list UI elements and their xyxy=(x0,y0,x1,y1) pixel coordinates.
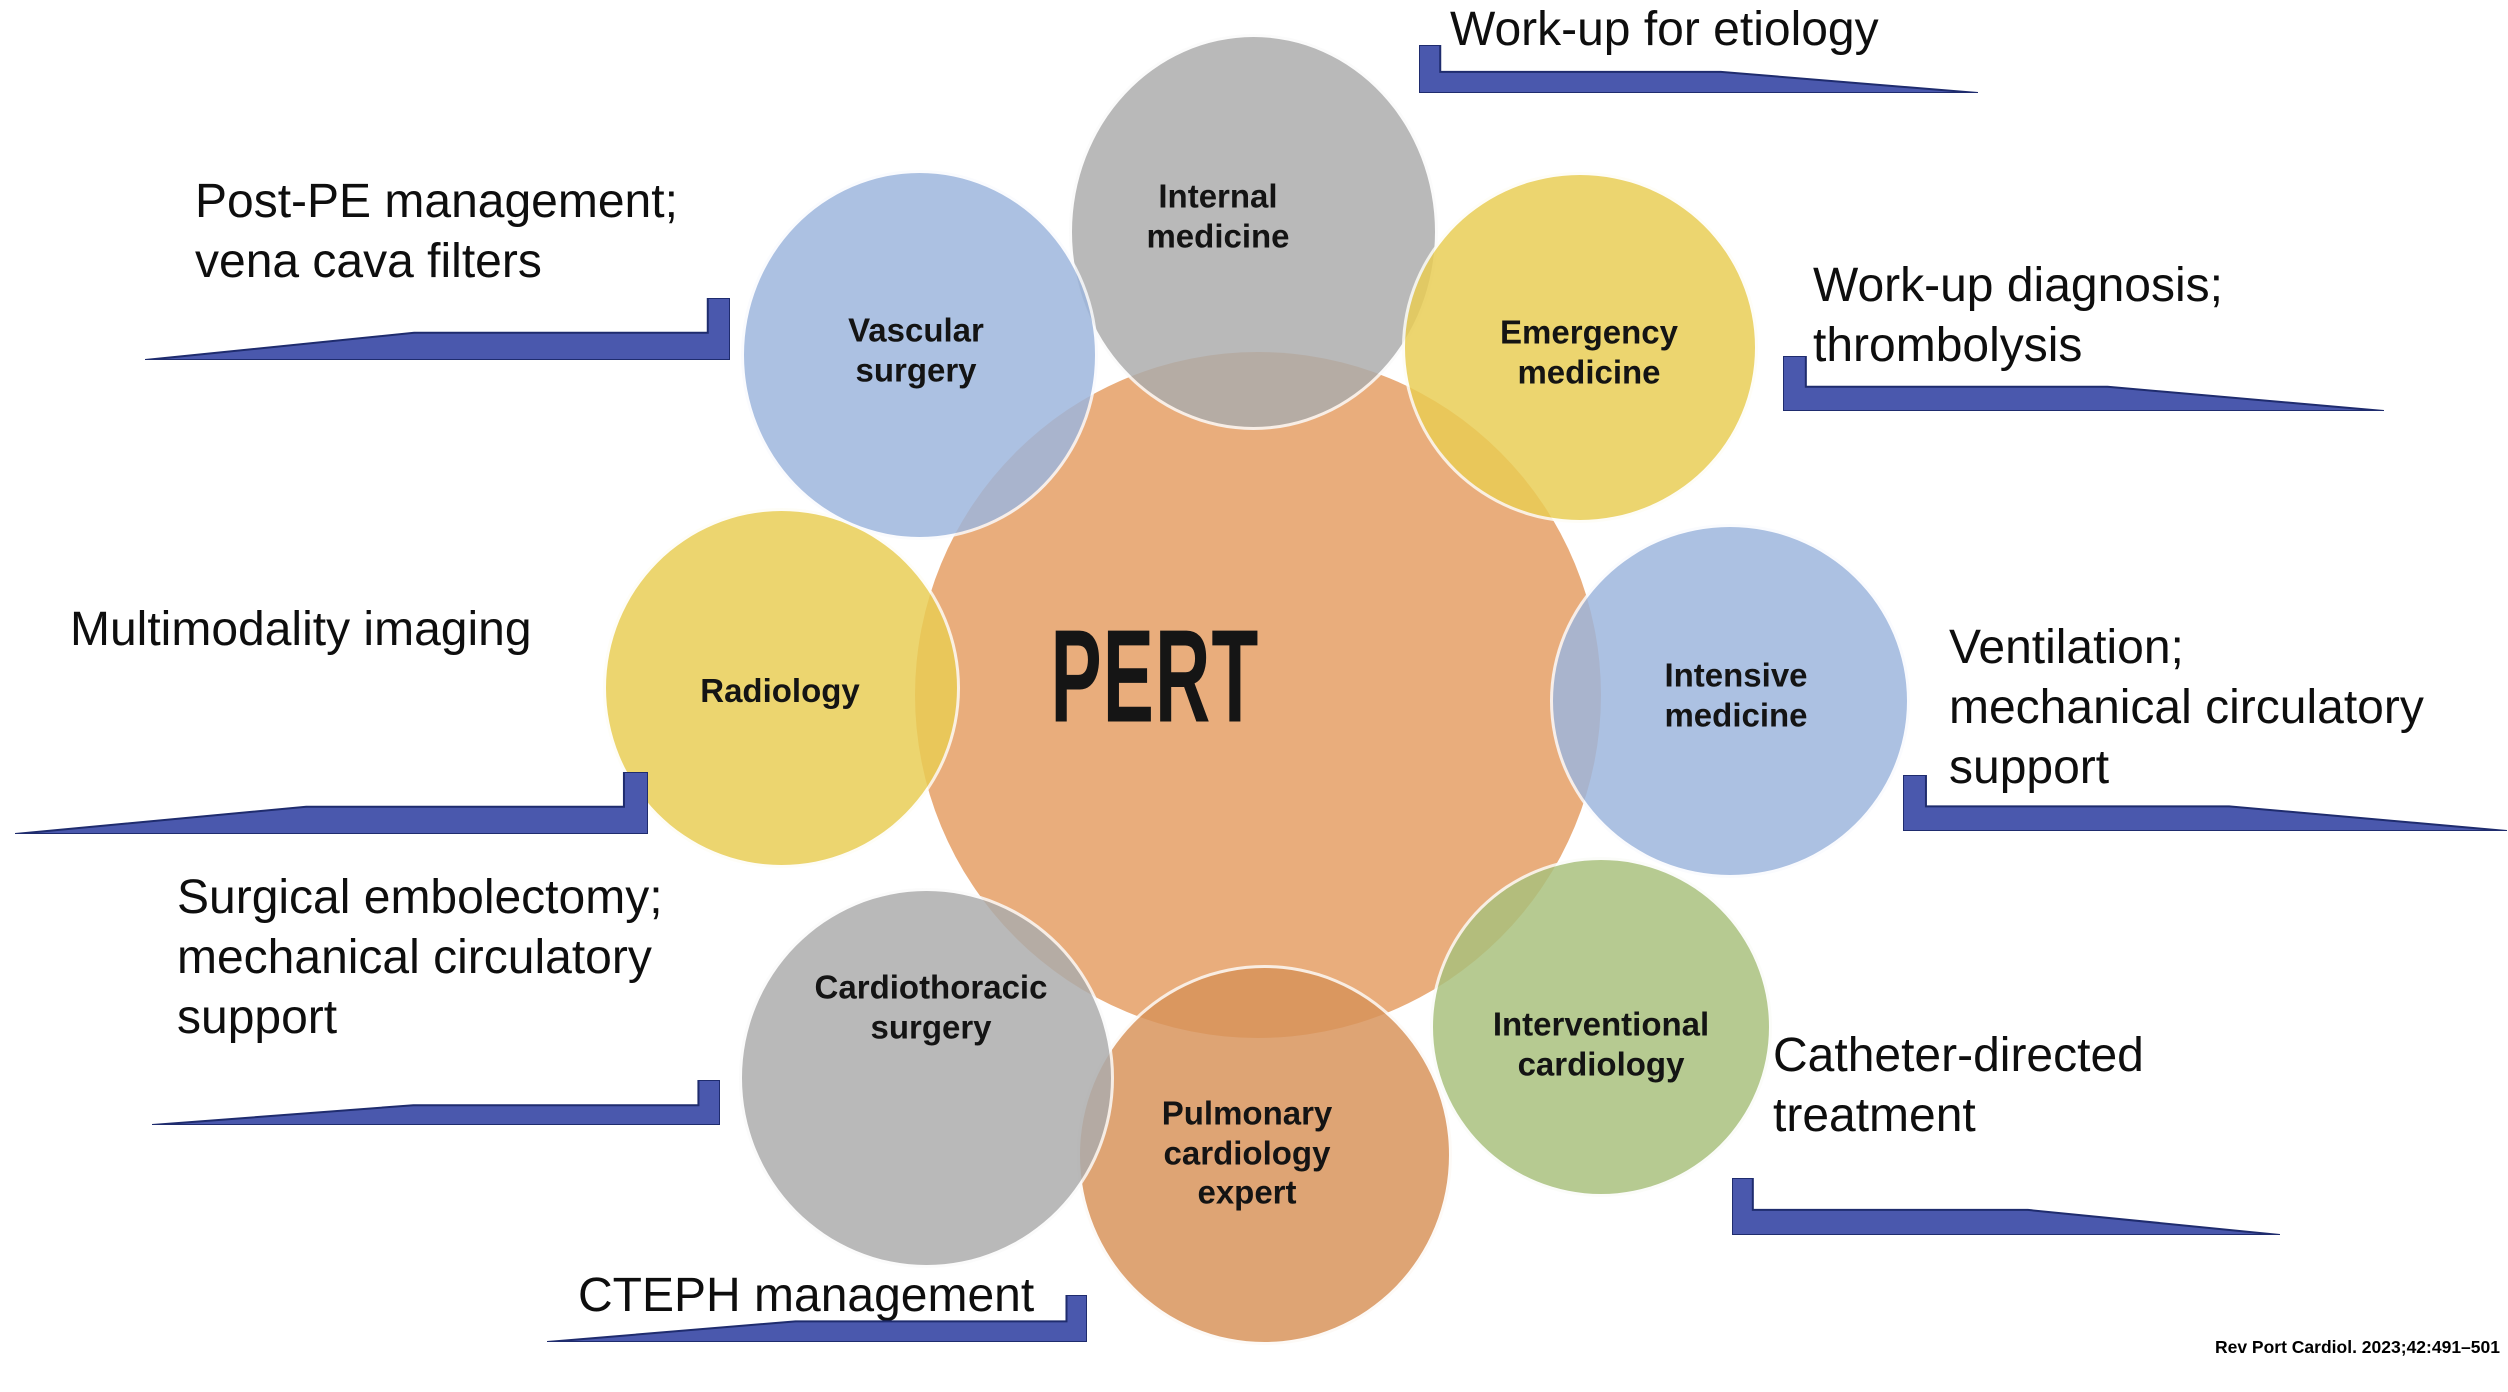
circle-vascular-surgery xyxy=(741,170,1098,540)
annotation-post-pe-management: Post-PE management; vena cava filters xyxy=(195,175,678,288)
circle-cardiothoracic-surgery xyxy=(739,888,1114,1268)
circle-emergency-medicine xyxy=(1402,172,1758,523)
label-interventional-cardiology: Interventional cardiology xyxy=(1492,1005,1710,1082)
arrow-work-up-diagnosis xyxy=(1783,356,2384,411)
arrow-work-up-etiology xyxy=(1419,45,1978,93)
arrow-catheter-directed xyxy=(1732,1178,2280,1235)
label-emergency-medicine: Emergency medicine xyxy=(1500,313,1678,390)
label-cardiothoracic-surgery: Cardiothoracic surgery xyxy=(814,968,1048,1045)
annotation-multimodality-imaging: Multimodality imaging xyxy=(70,603,532,656)
circle-radiology xyxy=(603,508,960,868)
arrow-surgical-embolectomy xyxy=(152,1080,720,1125)
label-radiology: Radiology xyxy=(700,672,860,710)
annotation-work-up-etiology: Work-up for etiology xyxy=(1450,3,1879,56)
arrow-ventilation xyxy=(1903,775,2507,831)
arrow-cteph-management xyxy=(547,1295,1087,1342)
annotation-catheter-directed: Catheter-directed treatment xyxy=(1773,1029,2144,1142)
annotation-cteph-management: CTEPH management xyxy=(578,1269,1035,1322)
arrow-post-pe-management xyxy=(145,298,730,360)
arrow-multimodality-imaging xyxy=(15,772,648,834)
citation: Rev Port Cardiol. 2023;42:491–501 xyxy=(2214,1337,2500,1357)
label-internal-medicine: Internal medicine xyxy=(1146,177,1290,254)
label-pulmonary-cardiology-expert: Pulmonary cardiology expert xyxy=(1161,1094,1333,1211)
annotation-surgical-embolectomy: Surgical embolectomy; mechanical circula… xyxy=(177,871,663,1044)
annotation-ventilation: Ventilation; mechanical circulatory supp… xyxy=(1949,621,2424,794)
circle-intensive-medicine xyxy=(1550,524,1910,878)
annotation-work-up-diagnosis: Work-up diagnosis; thrombolysis xyxy=(1813,259,2223,372)
circle-interventional-cardiology xyxy=(1430,857,1772,1197)
label-intensive-medicine: Intensive medicine xyxy=(1664,656,1808,733)
label-vascular-surgery: Vascular surgery xyxy=(848,311,984,388)
pert-title: PERT xyxy=(1050,602,1260,750)
circle-internal-medicine xyxy=(1069,34,1438,430)
